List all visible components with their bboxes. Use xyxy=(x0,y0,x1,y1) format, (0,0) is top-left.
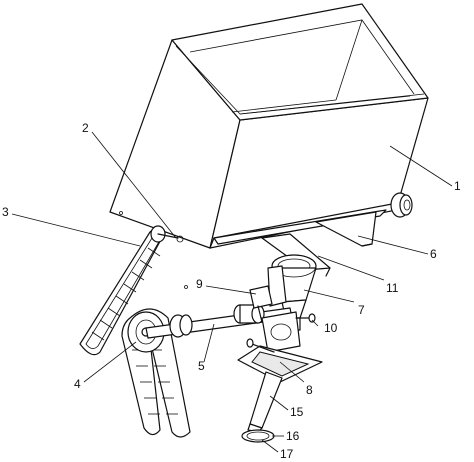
metering-housing xyxy=(261,311,316,353)
delivery-tube xyxy=(241,371,283,443)
upper-chain xyxy=(79,225,184,356)
label-4: 4 xyxy=(74,377,81,391)
label-3: 3 xyxy=(2,205,9,219)
leader-lines xyxy=(11,131,453,453)
label-16: 16 xyxy=(286,429,300,443)
label-6: 6 xyxy=(430,247,437,261)
label-11: 11 xyxy=(386,281,399,295)
label-8: 8 xyxy=(306,383,313,397)
label-5: 5 xyxy=(198,359,205,373)
label-7: 7 xyxy=(358,303,365,317)
feed-funnel xyxy=(267,254,317,331)
callout-labels: 1 2 3 4 5 6 7 8 9 10 11 15 16 17 xyxy=(2,121,461,461)
label-2: 2 xyxy=(82,121,89,135)
label-1: 1 xyxy=(454,179,461,193)
label-10: 10 xyxy=(324,321,338,335)
label-15: 15 xyxy=(290,405,304,419)
support-bracket xyxy=(213,209,387,277)
label-9: 9 xyxy=(196,277,203,291)
label-17: 17 xyxy=(280,447,294,461)
drive-shaft xyxy=(145,285,293,339)
